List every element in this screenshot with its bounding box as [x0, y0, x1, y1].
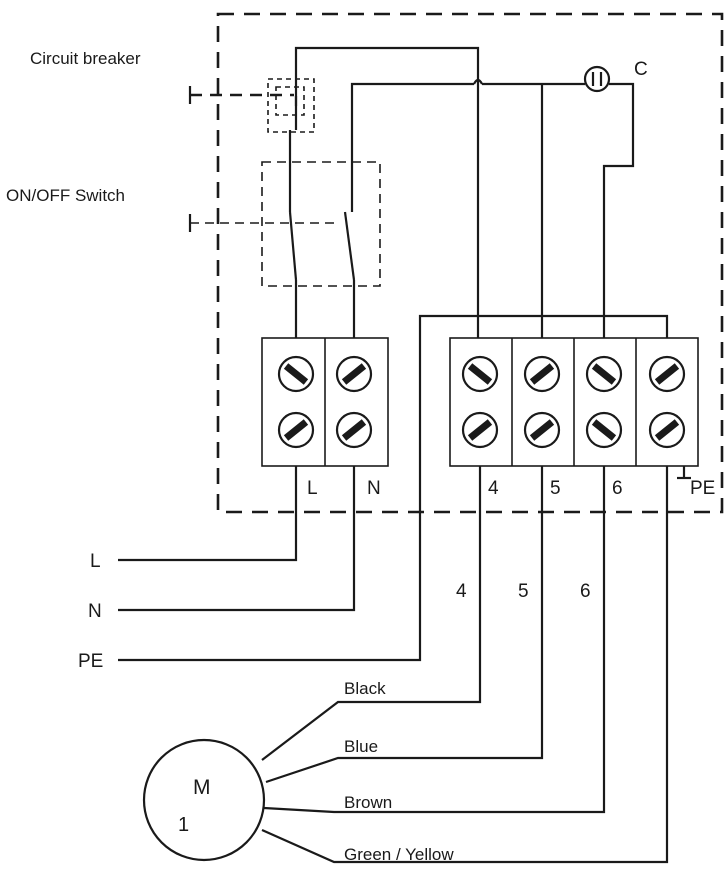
screw-slot	[654, 363, 680, 385]
motor-phase-label: 1	[178, 814, 189, 836]
circuit-breaker-label: Circuit breaker	[30, 49, 141, 68]
internal-wiring	[118, 46, 669, 662]
screw-slot	[283, 419, 309, 441]
terminal-label-pe: PE	[690, 478, 715, 499]
wire-label-brown: Brown	[344, 793, 392, 812]
terminal-label-6: 6	[612, 478, 623, 499]
supply-label-l: L	[90, 551, 101, 572]
capacitor-symbol	[583, 65, 611, 93]
screw-slot	[591, 419, 617, 441]
terminal-label-5: 5	[550, 478, 561, 499]
screw-slot	[467, 363, 493, 385]
terminal-label-n: N	[367, 478, 381, 499]
terminal-label-l: L	[307, 478, 318, 499]
screw-slot	[654, 419, 680, 441]
screw-slot	[591, 363, 617, 385]
supply-label-pe: PE	[78, 651, 103, 672]
screw-slot	[283, 363, 309, 385]
motor-symbol-label: M	[193, 776, 211, 799]
screw-slot	[341, 363, 367, 385]
screw-slot	[467, 419, 493, 441]
screw-slot	[341, 419, 367, 441]
wire-number-5: 5	[518, 581, 529, 602]
wire-label-black: Black	[344, 679, 386, 698]
screw-slot	[529, 363, 555, 385]
wire-number-4: 4	[456, 581, 467, 602]
terminal-label-4: 4	[488, 478, 499, 499]
terminal-screws	[277, 355, 686, 449]
enclosure-outline	[216, 12, 724, 514]
wire-label-blue: Blue	[344, 737, 378, 756]
terminal-blocks	[261, 337, 699, 467]
on-off-switch-label: ON/OFF Switch	[6, 186, 125, 205]
external-wiring	[118, 466, 691, 864]
screw-slot	[529, 419, 555, 441]
motor-symbol	[142, 738, 266, 862]
wire-label-green-yellow: Green / Yellow	[344, 845, 454, 864]
supply-label-n: N	[88, 601, 102, 622]
on-off-switch-symbol	[188, 161, 381, 287]
wire-number-6: 6	[580, 581, 591, 602]
capacitor-label: C	[634, 59, 648, 80]
